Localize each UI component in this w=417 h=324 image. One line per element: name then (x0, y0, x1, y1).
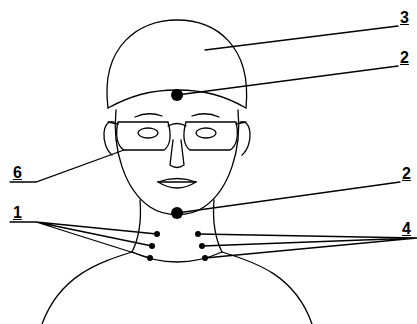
point-marker (199, 243, 205, 249)
leader-line (10, 222, 157, 258)
shoulder-outline (222, 252, 312, 324)
callout-number: 2 (400, 49, 409, 67)
leader-line (177, 66, 398, 95)
mouth (158, 181, 196, 182)
nose (170, 140, 184, 168)
point-marker (149, 243, 155, 249)
cap-brim (108, 90, 246, 108)
callout-number: 2 (402, 165, 411, 183)
callout-number: 4 (402, 220, 411, 238)
glasses-bridge (168, 124, 186, 127)
eyebrow (135, 114, 219, 117)
eye (196, 128, 216, 138)
glasses-temple (108, 122, 246, 124)
leader-line (205, 26, 398, 50)
leader-line (10, 150, 124, 182)
face-outline (115, 110, 238, 215)
ear (104, 122, 114, 155)
point-marker (171, 207, 183, 219)
point-marker (195, 231, 201, 237)
callout-number: 1 (13, 204, 22, 222)
glasses-lens (117, 122, 170, 150)
neck-outline (132, 200, 141, 252)
mouth (158, 179, 196, 189)
callout-number: 6 (13, 164, 22, 182)
leader-line (198, 234, 417, 258)
point-marker (147, 255, 153, 261)
cap-outline (107, 20, 247, 108)
point-marker (202, 255, 208, 261)
ear (240, 122, 250, 155)
shoulder-outline (42, 252, 132, 324)
point-marker (154, 231, 160, 237)
eye (138, 128, 158, 138)
callout-number: 3 (400, 9, 409, 27)
glasses-lens (184, 122, 237, 150)
leader-line (177, 182, 400, 213)
point-marker (171, 89, 183, 101)
